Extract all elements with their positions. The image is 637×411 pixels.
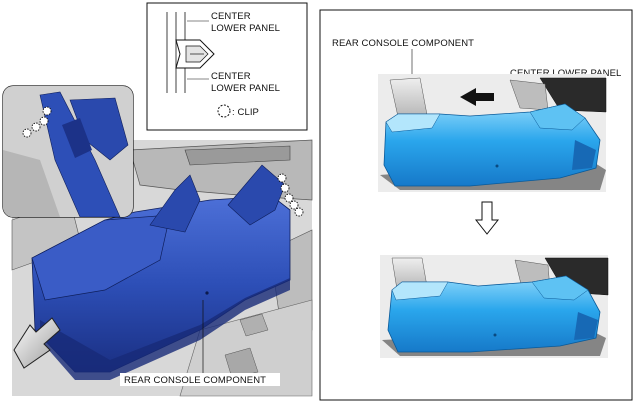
clip-symbol-icon (217, 104, 231, 118)
inset-detail (2, 85, 134, 218)
clip-icon (31, 122, 41, 132)
clip-icon (39, 116, 49, 126)
step1-center-lower-panel (529, 103, 586, 131)
floor-detail (224, 347, 259, 379)
step2-console-lid (391, 281, 449, 301)
dash-vent (184, 145, 291, 166)
clip-icon (277, 173, 287, 183)
floor-detail (239, 313, 269, 337)
right-procedure-panel: REAR CONSOLE COMPONENT CENTER LOWER PANE… (319, 9, 633, 401)
inset-console-shadow (62, 118, 92, 158)
console-strut-left (149, 174, 201, 233)
step1-screw (495, 164, 499, 168)
clip-symbol-label: : CLIP (232, 107, 259, 118)
clip-legend-box: CENTER LOWER PANEL CENTER LOWER PANEL : … (146, 2, 308, 131)
console-screw (205, 291, 209, 295)
legend-label-upper-line1: CENTER (211, 11, 251, 22)
callout-label-rear-console: REAR CONSOLE COMPONENT (124, 375, 266, 386)
clip-icon (284, 193, 294, 203)
step1-console-shade (572, 140, 596, 170)
main-view: REAR CONSOLE COMPONENT (11, 139, 313, 397)
clip-markers-inset (22, 106, 52, 138)
slide-direction-arrow-icon (460, 88, 494, 106)
step2-screw (493, 333, 497, 337)
step2-console-shade (574, 312, 598, 340)
step1-console-lid (385, 113, 441, 133)
inset-side-shape (3, 150, 60, 217)
console-lid (31, 214, 171, 301)
label-rear-console-component: REAR CONSOLE COMPONENT (332, 38, 474, 49)
console-strut-right (227, 164, 286, 226)
legend-label-lower-line2: LOWER PANEL (211, 83, 280, 94)
clip-markers-main (277, 173, 304, 217)
step2-center-lower-panel (531, 275, 589, 301)
clip-icon (280, 183, 290, 193)
step1-dash-shape (539, 77, 607, 113)
label-center-lower-panel: CENTER LOWER PANEL (510, 68, 621, 79)
clip-icon (289, 200, 299, 210)
legend-label-upper-line2: LOWER PANEL (211, 23, 280, 34)
next-step-down-arrow-icon (474, 201, 500, 235)
step1-view (378, 74, 607, 192)
callout-label-bg (120, 373, 280, 386)
clip-icon (294, 207, 304, 217)
step2-view (380, 255, 609, 358)
clip-icon (22, 128, 32, 138)
removal-direction-arrow-icon (13, 317, 61, 369)
legend-label-lower-line1: CENTER (211, 71, 251, 82)
clip-icon (42, 106, 52, 116)
